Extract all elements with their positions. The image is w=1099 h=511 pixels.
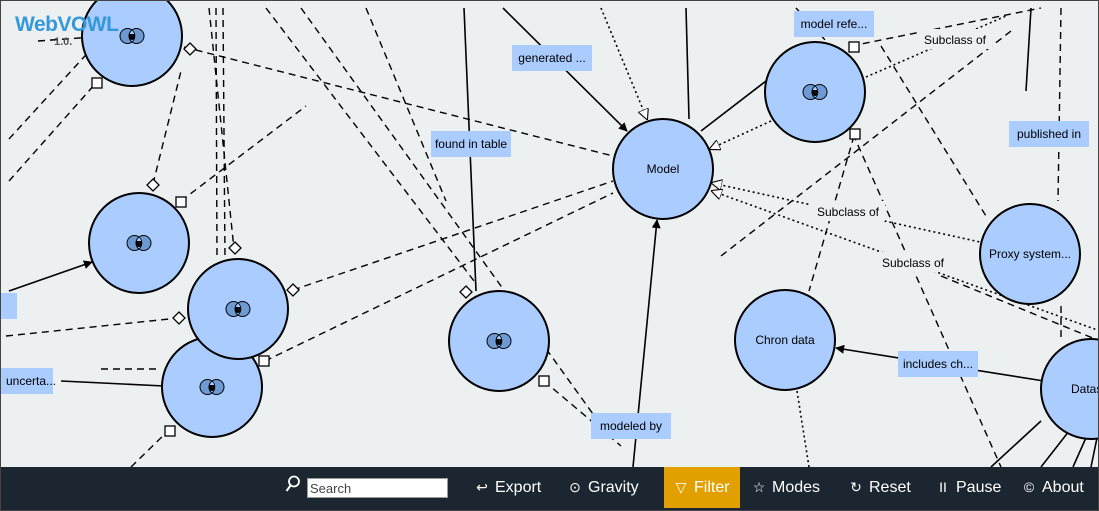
intersection-node-mid-left[interactable] xyxy=(187,258,289,360)
model-label: Model xyxy=(647,162,680,176)
intersection-node-left[interactable] xyxy=(88,192,190,294)
app-version: 1.0. xyxy=(54,36,73,48)
property-modeled-by[interactable]: modeled by xyxy=(591,413,671,439)
property-generated-label: generated ... xyxy=(518,51,585,65)
pause-icon: II xyxy=(939,479,947,495)
bottom-menu-bar: ↩ Export ⊙ Gravity ▽ Filter ☆ Modes ↻ Reset I… xyxy=(1,467,1098,510)
filter-icon: ▽ xyxy=(675,479,687,495)
proxy-system-label: Proxy system... xyxy=(989,247,1071,261)
modes-button[interactable]: ☆ Modes xyxy=(752,467,820,508)
property-published-in[interactable]: published in xyxy=(1009,121,1089,147)
ontology-graph[interactable]: ∪ xyxy=(1,1,1099,467)
intersection-node-top-left[interactable] xyxy=(81,1,183,87)
proxy-system-node[interactable] xyxy=(979,203,1081,305)
property-includes-ch-label: includes ch... xyxy=(903,357,973,371)
property-generated[interactable]: generated ... xyxy=(512,45,592,71)
reset-label: Reset xyxy=(869,479,911,496)
reset-button[interactable]: ↻ Reset xyxy=(849,467,911,508)
intersection-node-center[interactable] xyxy=(448,290,550,392)
property-labels[interactable]: generated ... model refe... found in tab… xyxy=(1,11,1089,439)
gravity-icon: ⊙ xyxy=(569,479,581,495)
reset-icon: ↻ xyxy=(850,479,862,495)
property-modeled-by-label: modeled by xyxy=(600,419,662,433)
copyright-icon: © xyxy=(1023,479,1035,495)
edge-markers xyxy=(91,41,861,437)
subclass-label-2-text: Subclass of xyxy=(817,205,880,219)
intersection-node-top-right[interactable] xyxy=(764,41,866,143)
pause-label: Pause xyxy=(956,479,1002,496)
search-input[interactable] xyxy=(307,478,448,498)
subclass-label-2[interactable]: Subclass of xyxy=(811,201,885,221)
about-label: About xyxy=(1042,479,1084,496)
subclass-label-1[interactable]: Subclass of xyxy=(918,29,992,49)
property-found-in-table[interactable]: found in table xyxy=(431,131,511,157)
export-icon: ↩ xyxy=(476,479,488,495)
property-includes-ch[interactable]: includes ch... xyxy=(898,351,978,377)
about-button[interactable]: © About xyxy=(1022,467,1084,508)
gravity-label: Gravity xyxy=(588,479,639,496)
star-icon: ☆ xyxy=(752,479,766,495)
pause-button[interactable]: II Pause xyxy=(936,467,1001,508)
filter-button[interactable]: ▽ Filter xyxy=(664,467,740,508)
subclass-label-3[interactable]: Subclass of xyxy=(876,252,950,272)
app-logo: WebVOWL xyxy=(15,13,119,36)
property-uncerta[interactable]: uncerta... xyxy=(1,368,56,394)
property-uncerta-label: uncerta... xyxy=(6,374,56,388)
search-icon[interactable] xyxy=(285,475,301,493)
property-found-in-table-label: found in table xyxy=(435,137,507,151)
subclass-label-1-text: Subclass of xyxy=(924,33,987,47)
chron-data-label: Chron data xyxy=(755,333,815,347)
export-label: Export xyxy=(495,479,542,496)
export-button[interactable]: ↩ Export xyxy=(475,467,541,508)
subclass-label-3-text: Subclass of xyxy=(882,256,945,270)
chron-data-node[interactable] xyxy=(734,289,836,391)
property-model-refe-label: model refe... xyxy=(801,17,868,31)
datas-node[interactable] xyxy=(1040,338,1099,440)
class-nodes[interactable] xyxy=(81,1,1099,440)
property-model-refe[interactable]: model refe... xyxy=(794,11,874,37)
datas-label: Datas xyxy=(1071,382,1099,396)
model-node[interactable] xyxy=(612,118,714,220)
gravity-button[interactable]: ⊙ Gravity xyxy=(568,467,639,508)
modes-label: Modes xyxy=(772,479,821,496)
property-published-in-label: published in xyxy=(1017,127,1081,141)
filter-label: Filter xyxy=(694,479,730,496)
property-partial-left[interactable] xyxy=(1,293,17,319)
